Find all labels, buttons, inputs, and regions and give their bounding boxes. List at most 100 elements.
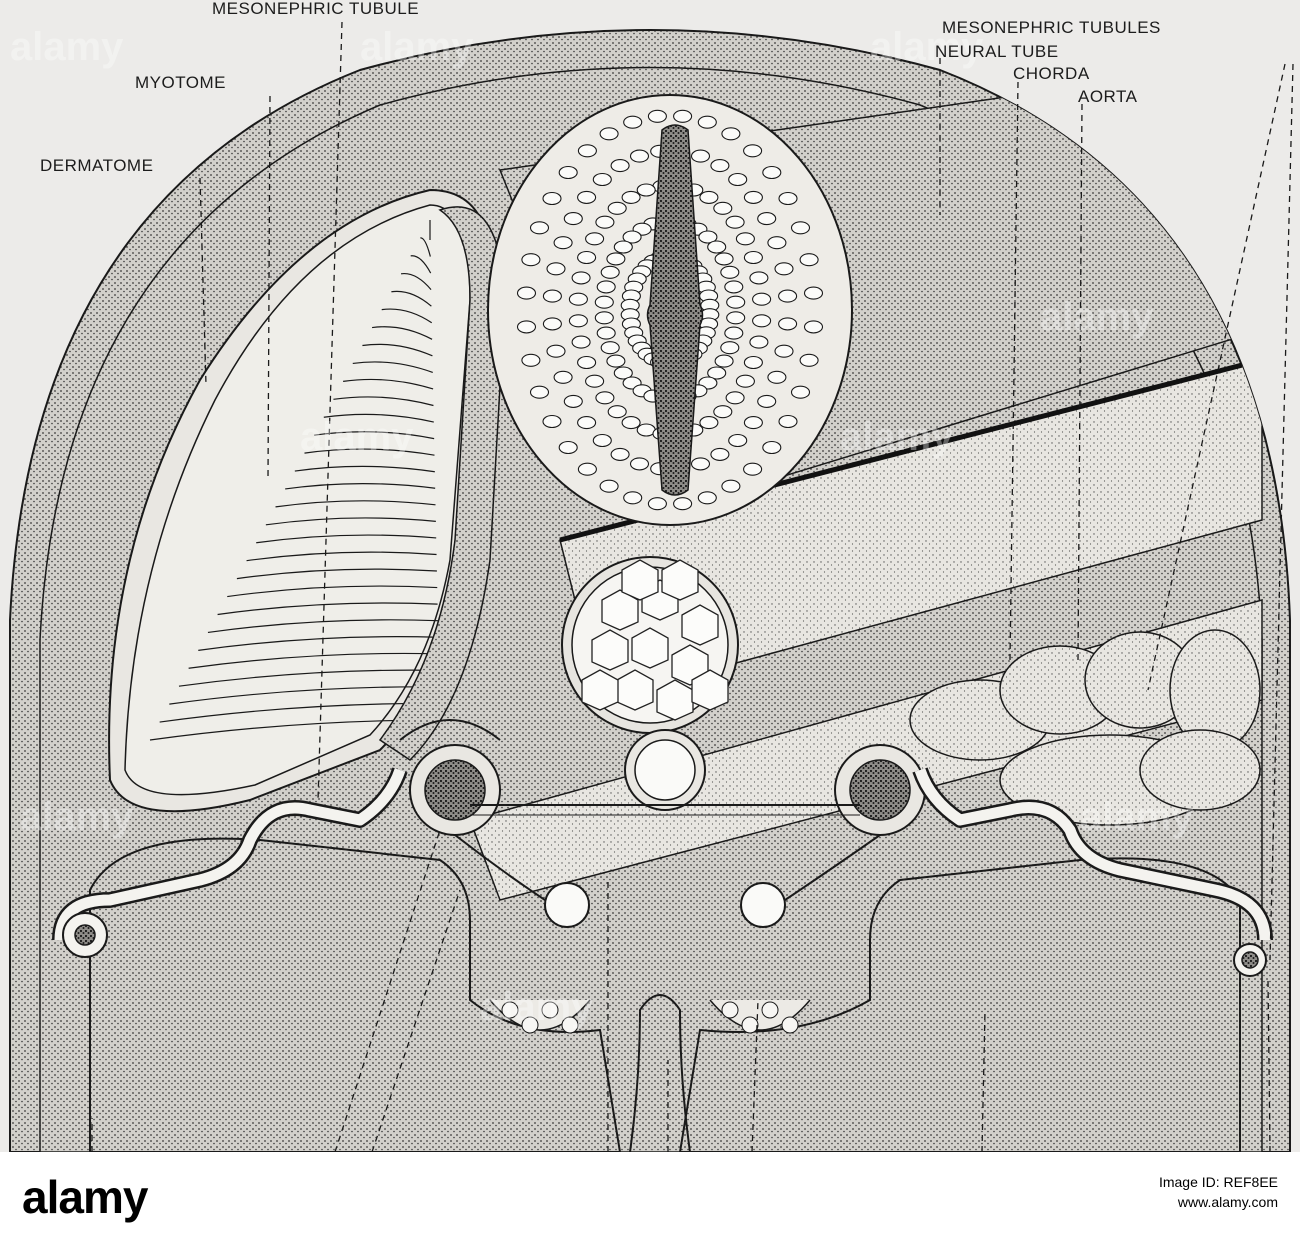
neural-cell xyxy=(728,172,748,187)
chorda-cell xyxy=(681,604,719,646)
neural-cell xyxy=(563,212,583,226)
myotome-fibre xyxy=(188,652,439,669)
neural-cell xyxy=(577,355,597,370)
neural-cell xyxy=(721,127,741,141)
myotome-fibre xyxy=(294,465,435,473)
neural-cell xyxy=(577,416,597,430)
neural-cell xyxy=(710,159,730,173)
neural-cell xyxy=(595,391,615,405)
neural-cell xyxy=(790,221,811,235)
mesonephric-duct-left xyxy=(52,767,408,958)
neural-cell xyxy=(774,344,794,358)
myotome-fibre xyxy=(304,448,435,456)
neural-cell xyxy=(623,491,643,505)
footer-meta: Image ID: REF8EE www.alamy.com xyxy=(1159,1172,1278,1213)
neural-cell xyxy=(699,190,719,204)
neural-cell xyxy=(799,353,819,367)
dorsal-aortae xyxy=(399,719,926,928)
neural-cell xyxy=(610,447,630,461)
neural-cell xyxy=(743,355,763,370)
neural-cell xyxy=(516,320,537,334)
neural-cell xyxy=(558,440,578,455)
neural-cell xyxy=(546,344,566,358)
neural-cell xyxy=(599,479,619,493)
image-id: Image ID: REF8EE xyxy=(1158,1174,1278,1190)
label-dermatome: DERMATOME xyxy=(40,156,154,175)
neural-cell xyxy=(673,497,693,511)
watermark-text: alamy xyxy=(840,415,954,459)
neural-cell xyxy=(622,230,642,244)
myotome-fibre xyxy=(236,568,437,580)
neural-cell xyxy=(728,433,748,448)
neural-cell xyxy=(757,394,777,408)
watermark-text: alamy xyxy=(360,25,474,69)
neural-cell xyxy=(607,201,627,215)
neural-cell xyxy=(713,405,733,419)
coelom xyxy=(89,837,1241,1152)
neural-cell xyxy=(714,252,734,266)
neural-cell xyxy=(596,326,616,340)
neural-cell xyxy=(690,457,711,471)
neural-cell xyxy=(595,215,615,229)
neural-cell xyxy=(690,149,711,163)
myotome-fibre xyxy=(391,290,432,307)
neural-cell xyxy=(621,190,641,204)
neural-cell xyxy=(647,497,667,511)
leader-lines xyxy=(91,21,1294,1152)
glomerulus-cell xyxy=(721,1001,739,1019)
neural-cell xyxy=(803,320,824,334)
glomerulus-cell xyxy=(561,1016,579,1034)
neural-cell xyxy=(752,292,772,306)
glomerulus-cell xyxy=(541,1001,559,1019)
neural-cell xyxy=(725,391,745,405)
neural-cell xyxy=(636,183,656,197)
neural-cell xyxy=(553,370,573,384)
site-url: www.alamy.com xyxy=(1177,1194,1278,1211)
myotome-fibre xyxy=(265,517,436,526)
glomeruli xyxy=(489,999,811,1034)
watermark-text: alamy xyxy=(1080,795,1194,839)
neural-cell xyxy=(577,250,597,265)
label-chorda: CHORDA xyxy=(1013,64,1090,83)
neural-cell xyxy=(629,149,650,163)
neural-cell xyxy=(767,236,787,250)
neural-cell xyxy=(735,232,755,246)
neural-tube xyxy=(487,94,853,526)
neural-cell xyxy=(610,159,630,173)
neural-cell xyxy=(529,385,550,399)
watermark-text: alamy xyxy=(870,25,984,69)
myotome-fibre xyxy=(381,308,433,324)
myotome-fibre xyxy=(314,431,435,440)
neural-cell xyxy=(600,265,620,279)
myotome-fibre xyxy=(371,326,433,340)
myotome-fibre xyxy=(333,396,434,407)
label-neural-tube: NEURAL TUBE xyxy=(935,42,1059,61)
neural-cell xyxy=(553,236,573,250)
neural-cell xyxy=(594,311,614,325)
myotome-fibre xyxy=(420,237,431,257)
neural-cell xyxy=(546,262,566,276)
stock-footer: alamy Image ID: REF8EE www.alamy.com xyxy=(0,1152,1300,1241)
myotome-fibre xyxy=(362,343,433,357)
chorda-cell xyxy=(661,559,699,601)
neural-cell xyxy=(757,212,777,226)
neural-cell xyxy=(762,440,782,455)
neural-cell xyxy=(600,341,620,355)
myotome-fibre xyxy=(256,534,437,544)
neural-cell xyxy=(767,370,787,384)
glomerulus-cell xyxy=(521,1016,539,1034)
myotome-fibre xyxy=(227,585,438,598)
watermark-text: alamy xyxy=(10,25,124,69)
neural-cell xyxy=(585,374,605,388)
neural-cell xyxy=(707,240,727,254)
myotome-fibre xyxy=(352,361,433,373)
neural-cell xyxy=(762,165,782,180)
myotome-fibre xyxy=(400,272,432,291)
neural-cell xyxy=(542,414,562,429)
neural-cell xyxy=(568,314,588,328)
neural-cell xyxy=(803,286,824,300)
neural-cell xyxy=(749,271,769,285)
neural-cell xyxy=(743,416,763,430)
neural-cell xyxy=(629,457,650,471)
